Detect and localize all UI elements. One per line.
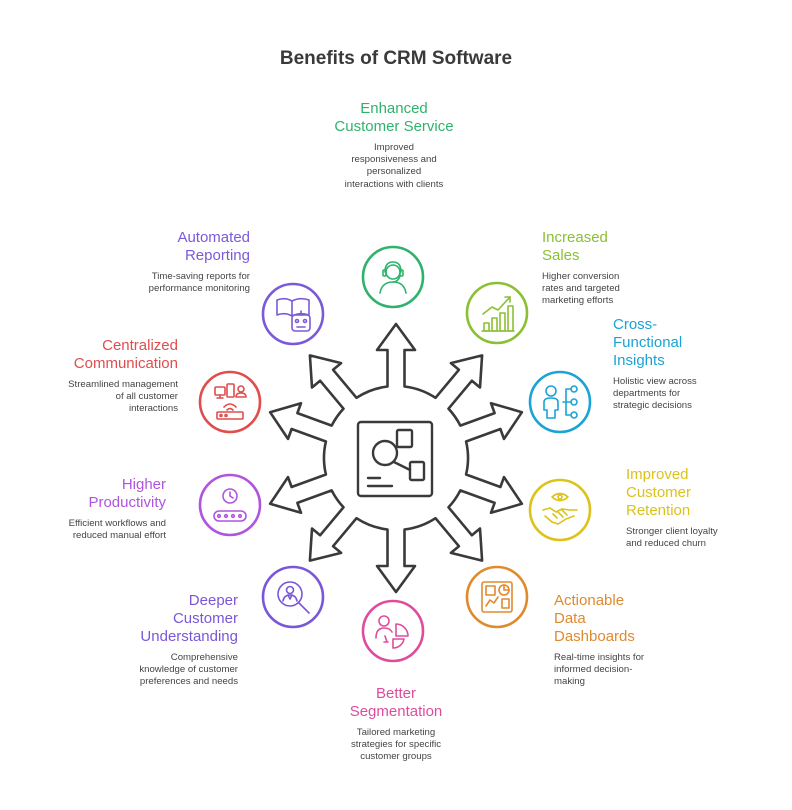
benefit-description: Comprehensive knowledge of customer pref… — [139, 652, 238, 688]
benefit-description: Time-saving reports for performance moni… — [148, 271, 250, 295]
diagram-title: Benefits of CRM Software — [279, 48, 513, 69]
benefit-title: Cross-Functional Insights — [613, 316, 683, 369]
benefit-title: Centralized Communication — [73, 337, 178, 372]
benefit-retention: Improved Customer Retention Stronger cli… — [626, 466, 746, 550]
benefit-description: Real-time insights for informed decision… — [554, 652, 645, 688]
benefit-productivity: Higher Productivity Efficient workflows … — [46, 476, 166, 542]
benefit-reporting: Automated Reporting Time-saving reports … — [130, 229, 250, 295]
benefit-dashboards: Actionable Data Dashboards Real-time ins… — [554, 592, 674, 689]
benefit-title: Enhanced Customer Service — [334, 100, 454, 135]
clock-conveyor-icon — [213, 488, 247, 522]
benefit-circle-dashboards — [465, 565, 529, 629]
benefit-sales: Increased Sales Higher conversion rates … — [542, 229, 662, 308]
benefit-communication: Centralized Communication Streamlined ma… — [58, 337, 178, 416]
benefit-description: Holistic view across departments for str… — [613, 376, 697, 412]
benefit-circle-communication — [198, 370, 262, 434]
benefit-circle-retention — [528, 478, 592, 542]
benefit-circle-sales — [465, 281, 529, 345]
benefit-circle-insights — [528, 370, 592, 434]
benefit-title: Better Segmentation — [349, 685, 443, 720]
benefit-segmentation: Better Segmentation Tailored marketing s… — [333, 685, 459, 764]
data-dashboard-icon — [481, 581, 513, 613]
benefit-understanding: Deeper Customer Understanding Comprehens… — [118, 592, 238, 689]
benefit-title: Deeper Customer Understanding — [140, 592, 238, 645]
benefit-title: Improved Customer Retention — [626, 466, 692, 519]
benefit-description: Improved responsiveness and personalized… — [344, 142, 444, 190]
crm-dashboard-icon — [356, 420, 434, 498]
person-network-icon — [543, 385, 578, 419]
benefit-title: Automated Reporting — [177, 229, 250, 264]
benefit-title: Increased Sales — [542, 229, 608, 264]
customer-service-agent-icon — [379, 261, 407, 294]
robot-report-icon — [276, 297, 311, 332]
benefit-circle-service — [361, 245, 425, 309]
benefit-description: Higher conversion rates and targeted mar… — [542, 271, 620, 307]
benefit-title: Actionable Data Dashboards — [554, 592, 635, 645]
benefit-circle-understanding — [261, 565, 325, 629]
segmentation-pie-person-icon — [375, 615, 409, 649]
benefit-title: Higher Productivity — [88, 476, 166, 511]
benefit-description: Streamlined management of all customer i… — [68, 379, 178, 415]
benefit-circle-segmentation — [361, 599, 425, 663]
benefit-service: Enhanced Customer Service Improved respo… — [334, 100, 454, 191]
benefit-description: Stronger client loyalty and reduced chur… — [626, 526, 718, 550]
benefit-circle-reporting — [261, 282, 325, 346]
benefit-description: Tailored marketing strategies for specif… — [350, 727, 442, 763]
sales-growth-chart-icon — [481, 296, 515, 332]
connected-devices-icon — [214, 383, 247, 420]
benefit-description: Efficient workflows and reduced manual e… — [68, 518, 166, 542]
benefit-circle-productivity — [198, 473, 262, 537]
handshake-eye-icon — [542, 492, 578, 525]
benefit-insights: Cross-Functional Insights Holistic view … — [613, 316, 733, 413]
magnifier-person-icon — [277, 581, 310, 614]
